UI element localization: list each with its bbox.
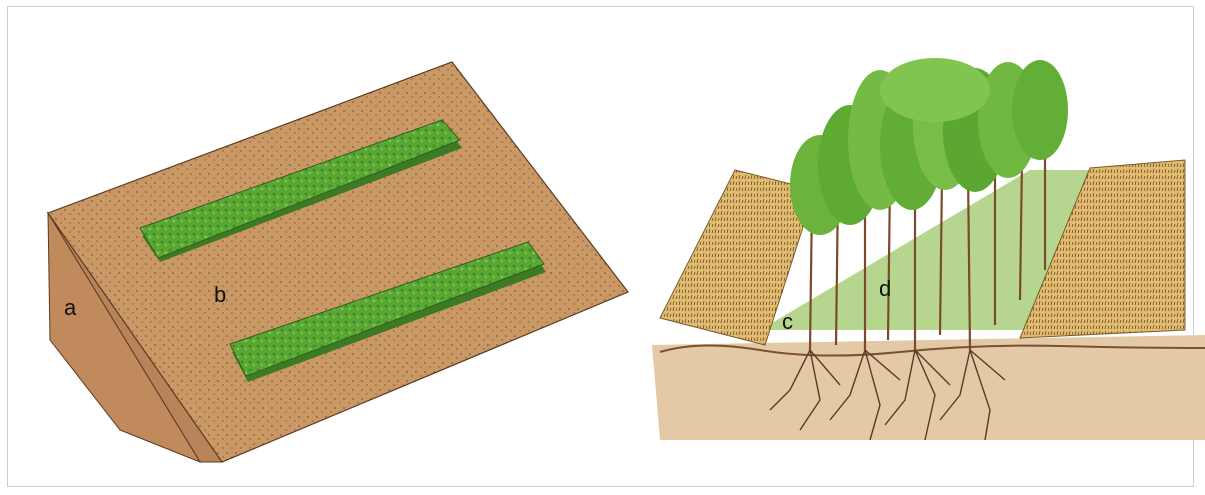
label-c: c [782, 311, 793, 333]
label-b: b [214, 284, 226, 306]
label-d: d [879, 278, 891, 300]
slope-panel [48, 62, 628, 462]
agroforestry-panel [652, 58, 1205, 440]
label-a: a [64, 297, 76, 319]
